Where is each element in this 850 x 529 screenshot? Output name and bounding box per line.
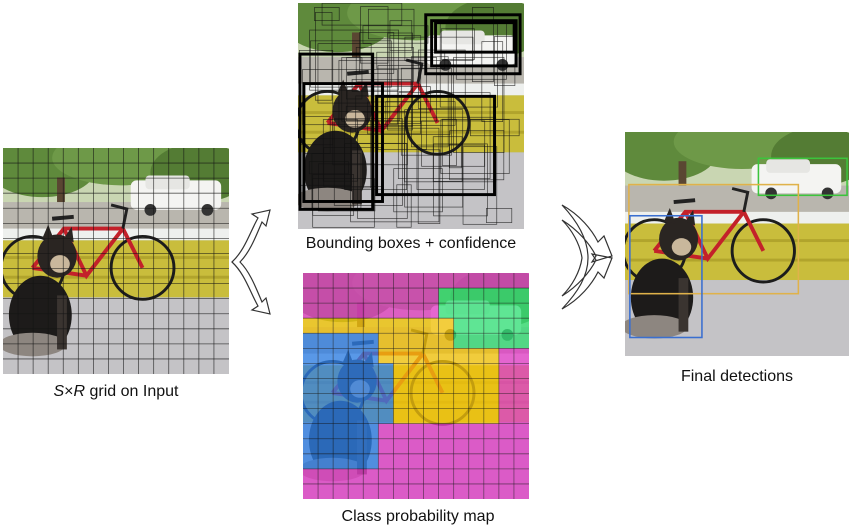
merge-arrow-icon [562, 205, 612, 309]
split-arrow-icon [232, 210, 270, 314]
